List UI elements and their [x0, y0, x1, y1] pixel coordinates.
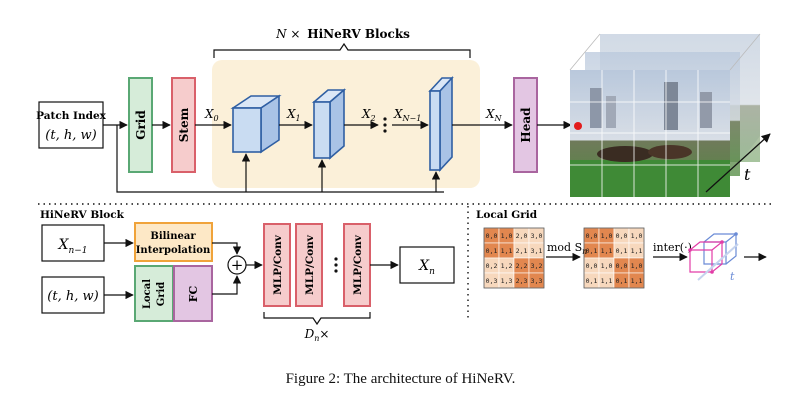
grid-a-cell-label: 2,3	[516, 277, 528, 285]
label-x1: X1	[286, 107, 301, 123]
grid-a-cell-label: 2,0	[516, 232, 528, 240]
grid-b-cell-label: 1,1	[601, 277, 613, 285]
grid-b-cell-label: 1,1	[631, 277, 643, 285]
cube-block-n	[428, 75, 454, 173]
cube-block-1	[230, 94, 282, 154]
grid-b-cell-label: 0,0	[586, 262, 598, 270]
grid-b-cell-label: 1,0	[631, 232, 643, 240]
sum-symbol: +	[231, 256, 244, 274]
grid-a-cell-label: 2,1	[516, 247, 528, 255]
grid-b-cell-label: 1,0	[601, 232, 613, 240]
grid-a-cell-label: 3,0	[531, 232, 543, 240]
patch-index-label: Patch Index	[36, 110, 107, 122]
output-x-label: Xn	[418, 258, 435, 277]
grid-a-cell-label: 3,2	[531, 262, 543, 270]
grid-b-cell-label: 0,1	[616, 277, 628, 285]
video-frames	[569, 33, 761, 197]
interp-t-label: t	[730, 270, 735, 283]
label-x0: X0	[204, 107, 219, 123]
figure-caption: Figure 2: The architecture of HiNeRV.	[285, 371, 516, 387]
bilinear-interpolation-box	[134, 222, 213, 262]
grid-b-cell-label: 1,0	[601, 262, 613, 270]
interpolation-cubes	[688, 232, 739, 281]
input-coords-label: (t, h, w)	[47, 289, 98, 304]
output-x-box	[399, 246, 455, 284]
grid-a-cell-label: 1,0	[501, 232, 513, 240]
input-x-box	[41, 224, 105, 262]
local-grid-label-1: Local	[142, 279, 153, 309]
grid-b-cell-label: 1,0	[631, 262, 643, 270]
input-coords-box	[41, 276, 105, 314]
hinerv-blocks-background	[212, 60, 480, 188]
grid-b-border	[583, 227, 645, 289]
grid-b-cell-label: 0,0	[616, 232, 628, 240]
label-xn1: XN−1	[393, 107, 421, 123]
hinerv-block-title: HiNeRV Block	[40, 209, 125, 221]
mlp-conv-3-label: MLP/Conv	[352, 234, 364, 295]
mlp-conv-2-label: MLP/Conv	[304, 234, 316, 295]
grid-a-cell-label: 0,1	[486, 247, 498, 255]
grid-a-cell-label: 1,3	[501, 277, 513, 285]
grid-a-cell-label: 0,0	[486, 232, 498, 240]
grid-a-cell-label: 1,1	[501, 247, 513, 255]
mlp-conv-2	[295, 223, 323, 307]
local-grid-label-2: Grid	[156, 282, 167, 307]
grid-a-border	[483, 227, 545, 289]
fc-label: FC	[187, 285, 200, 302]
blocks-title: N × HiNeRV Blocks	[275, 27, 410, 41]
mlp-conv-1	[263, 223, 291, 307]
label-xn: XN	[485, 107, 503, 123]
patch-index-coords: (t, h, w)	[45, 128, 96, 143]
cube-block-2	[311, 88, 347, 160]
grid-a-cell-label: 3,1	[531, 247, 543, 255]
grid-a-cell-label: 3,3	[531, 277, 543, 285]
grid-a-cell-label: 0,2	[486, 262, 498, 270]
head-label: Head	[519, 107, 533, 143]
query-point	[574, 122, 582, 130]
time-axis	[705, 133, 771, 193]
blocks-brace	[213, 42, 471, 58]
mlp-conv-1-label: MLP/Conv	[272, 234, 284, 295]
repeat-brace	[263, 312, 371, 326]
mod-label: mod Sn	[547, 241, 587, 256]
grid-b-cell-label: 0,0	[616, 262, 628, 270]
grid-b-cell-label: 1,1	[601, 247, 613, 255]
local-grid-box	[134, 265, 174, 322]
time-label: t	[744, 165, 751, 184]
repeat-label: Dn×	[304, 327, 330, 343]
local-grid-title: Local Grid	[476, 209, 538, 221]
grid-a-cell-label: 1,2	[501, 262, 513, 270]
bilinear-line2: Interpolation	[136, 245, 211, 256]
label-x2: X2	[361, 107, 376, 123]
bilinear-line1: Bilinear	[150, 231, 196, 242]
stem-label: Stem	[177, 107, 191, 142]
grid-a-cell-label: 2,2	[516, 262, 528, 270]
grid-b-cell-label: 1,1	[631, 247, 643, 255]
grid-label: Grid	[134, 110, 148, 140]
grid-b-cell-label: 0,0	[586, 232, 598, 240]
grid-a-cell-label: 0,3	[486, 277, 498, 285]
fc-box	[173, 265, 213, 322]
inter-label: inter(·)	[653, 241, 692, 254]
grid-b-cell-label: 0,1	[616, 247, 628, 255]
grid-b-cell-label: 0,1	[586, 277, 598, 285]
grid-b-cell-label: 0,1	[586, 247, 598, 255]
input-x-label: Xn−1	[57, 237, 87, 256]
